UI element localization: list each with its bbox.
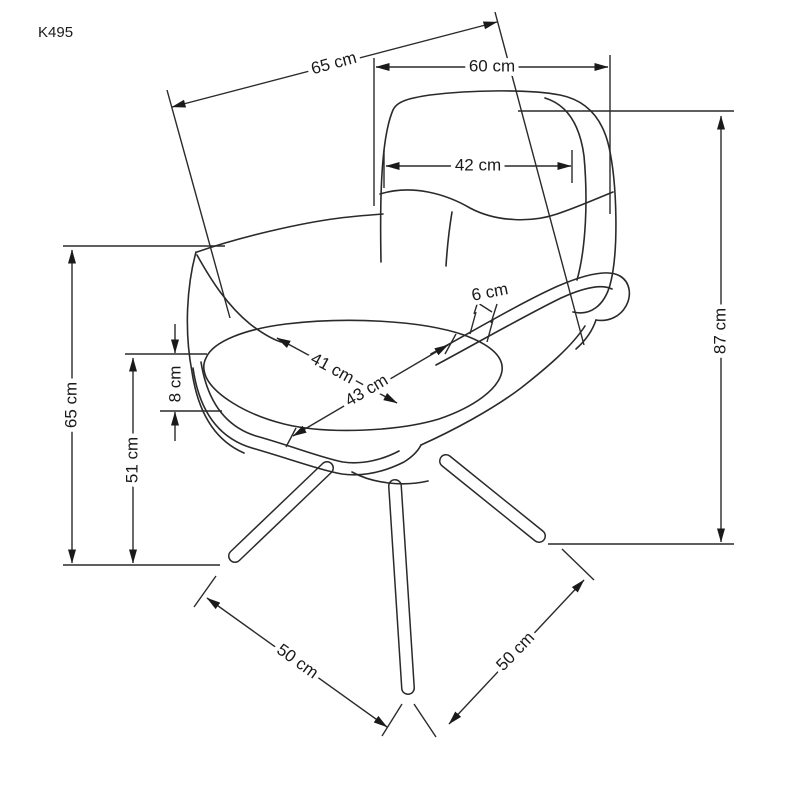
dimension-bar [477, 302, 493, 313]
seat-cushion [202, 319, 503, 432]
dimension-total-width: 60 cm [373, 52, 611, 214]
dimension-line [171, 21, 498, 108]
dimension-label-base-span-left: 50 cm [273, 640, 322, 682]
dimension-label-armrest-thickness: 6 cm [470, 279, 510, 305]
chair-legs [228, 454, 546, 695]
extension-line [561, 548, 595, 581]
dimension-armrest-thickness: 6 cm [465, 275, 514, 343]
dimension-line [206, 597, 388, 728]
dimension-line [448, 579, 585, 725]
dimension-total-depth: 65 cm [166, 11, 585, 346]
dimension-label-total-width: 60 cm [469, 56, 515, 75]
right-armrest-lower-edge [435, 285, 613, 366]
dimension-label-cushion-thickness: 8 cm [165, 366, 184, 403]
leg-front-fill [389, 480, 414, 694]
extension-line [486, 319, 494, 343]
left-armrest-top-edge [196, 213, 384, 253]
dimension-armrest-height: 65 cm [57, 245, 225, 566]
dimension-label-total-depth: 65 cm [309, 48, 359, 78]
dimension-label-base-span-right: 50 cm [492, 628, 538, 675]
dimension-base-span-right: 50 cm [413, 548, 595, 738]
dimension-backrest-width: 42 cm [383, 150, 573, 188]
right-armrest-outer-edge [575, 319, 597, 350]
dimension-seat-height: 51 cm [118, 353, 207, 564]
backrest-center-seam [445, 211, 453, 267]
end-tick [473, 294, 481, 315]
seat-shell-rim-outer [192, 367, 422, 476]
left-armrest-inner-edge [196, 254, 282, 343]
base-hub [351, 471, 429, 485]
extension-line [413, 703, 437, 738]
model-label: K495 [38, 24, 73, 41]
end-tick [444, 333, 457, 355]
dimension-label-seat-height: 51 cm [122, 437, 141, 483]
dimension-label-backrest-width: 42 cm [455, 155, 501, 174]
dimension-label-seat-depth: 41 cm [308, 349, 358, 388]
leg-back-left-fill [229, 462, 333, 562]
end-tick [285, 427, 297, 448]
extension-line [193, 575, 217, 608]
dimension-line [292, 344, 449, 437]
dimension-total-height: 87 cm [518, 110, 734, 545]
right-armrest-top-edge [430, 272, 631, 355]
end-tick [490, 303, 498, 324]
seat-shell-rim-inner [200, 361, 400, 464]
dimension-cushion-thickness: 8 cm [160, 324, 222, 441]
leg-front-right-fill [440, 455, 545, 542]
dimension-base-span-left: 50 cm [193, 575, 403, 737]
headrest-seam [379, 189, 614, 221]
dimension-label-armrest-height: 65 cm [61, 382, 80, 428]
extension-line [381, 703, 403, 737]
extension-line [469, 311, 477, 335]
chair-drawing [186, 90, 631, 485]
seat-shell-right-edge [420, 325, 586, 446]
dimension-label-total-height: 87 cm [710, 308, 729, 354]
backrest-outline [379, 90, 617, 314]
extension-line [166, 89, 231, 319]
left-side-outline [186, 251, 245, 454]
backrest-inner-edge [544, 97, 587, 281]
